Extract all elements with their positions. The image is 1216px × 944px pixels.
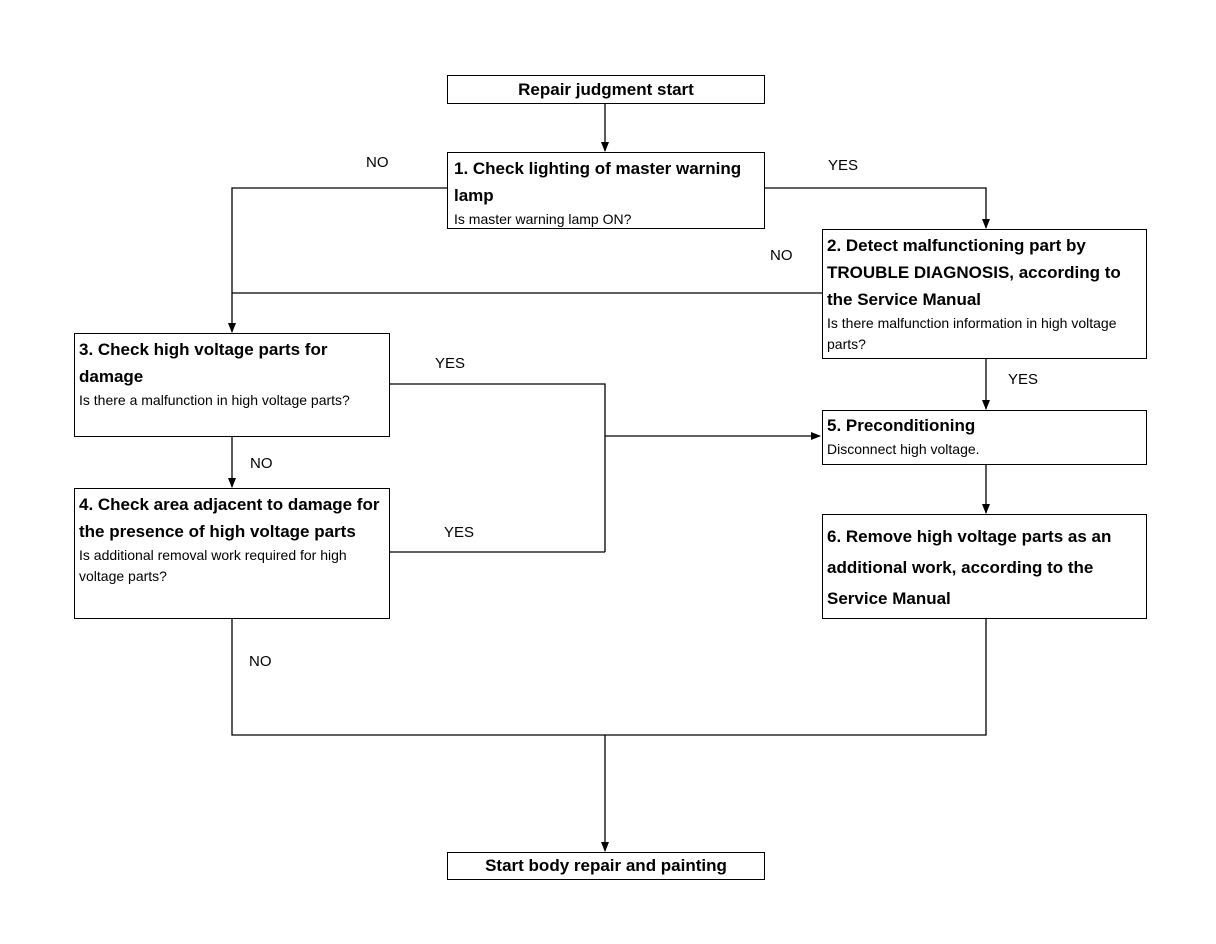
connector-step1-yes: [765, 187, 990, 229]
step3-yes-label: YES: [435, 355, 466, 372]
end-box: Start body repair and painting: [447, 852, 765, 880]
connector-step1-no: [228, 187, 447, 333]
step2-title: 2. Detect malfunctioning part by TROUBLE…: [827, 236, 1121, 309]
start-box: Repair judgment start: [447, 75, 765, 104]
step2-no-label: NO: [770, 247, 793, 264]
step4-box: 4. Check area adjacent to damage for the…: [74, 488, 390, 619]
step4-question: Is additional removal work required for …: [79, 547, 347, 584]
step5-box: 5. Preconditioning Disconnect high volta…: [822, 410, 1147, 465]
connector-step4-no: [231, 619, 987, 736]
step3-title: 3. Check high voltage parts for damage: [79, 340, 328, 386]
step1-title: 1. Check lighting of master warning lamp: [454, 159, 742, 205]
step1-question: Is master warning lamp ON?: [454, 211, 632, 227]
step6-box: 6. Remove high voltage parts as an addit…: [822, 514, 1147, 619]
step4-title: 4. Check area adjacent to damage for the…: [79, 495, 380, 541]
step2-question: Is there malfunction information in high…: [827, 315, 1117, 352]
step3-question: Is there a malfunction in high voltage p…: [79, 392, 350, 408]
step2-yes-label: YES: [1008, 371, 1039, 388]
start-title: Repair judgment start: [518, 80, 694, 99]
step1-yes-label: YES: [828, 157, 859, 174]
connector-step3-yes: [390, 383, 606, 552]
step3-no-label: NO: [250, 455, 273, 472]
step5-title: 5. Preconditioning: [827, 416, 976, 435]
step5-question: Disconnect high voltage.: [827, 441, 980, 457]
step1-box: 1. Check lighting of master warning lamp…: [447, 152, 765, 229]
step4-no-label: NO: [249, 653, 272, 670]
end-title: Start body repair and painting: [485, 856, 727, 875]
step2-box: 2. Detect malfunctioning part by TROUBLE…: [822, 229, 1147, 359]
step4-yes-label: YES: [444, 524, 475, 541]
step3-box: 3. Check high voltage parts for damage I…: [74, 333, 390, 437]
step6-title: 6. Remove high voltage parts as an addit…: [827, 527, 1112, 608]
step1-no-label: NO: [366, 154, 389, 171]
